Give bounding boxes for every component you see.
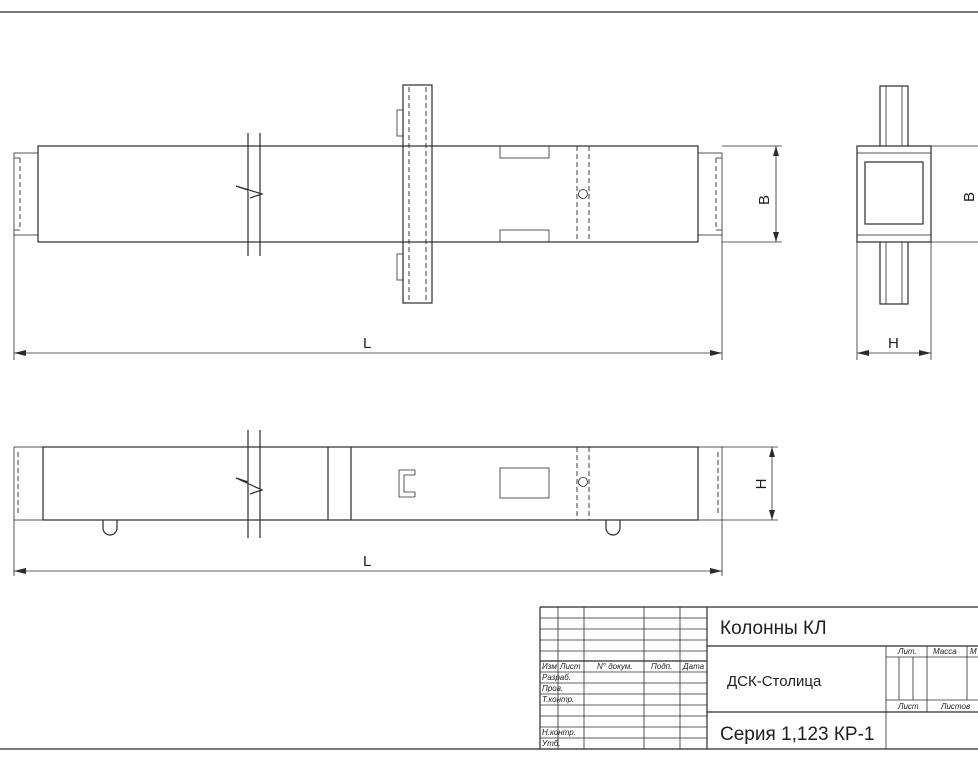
front-view xyxy=(13,84,782,360)
dim-l-front: L xyxy=(363,335,371,352)
dim-h-side: H xyxy=(888,335,899,352)
title-block xyxy=(539,606,978,749)
role-tech-control: Т.контр. xyxy=(542,695,574,704)
series-label: Серия 1,123 КР-1 xyxy=(720,724,875,745)
mass-label: Масса xyxy=(933,647,957,656)
dim-b-front: B xyxy=(756,195,773,205)
side-view xyxy=(856,85,978,360)
hdr-date: Дата xyxy=(682,662,705,671)
sheet-frame xyxy=(0,11,978,750)
role-developed: Разраб. xyxy=(542,673,571,682)
dim-h-plan: H xyxy=(753,479,770,490)
role-checked: Пров. xyxy=(542,684,563,693)
hdr-list: Лист xyxy=(559,662,581,671)
hdr-izm: Изм xyxy=(542,662,557,671)
sheets-label: Листов xyxy=(940,702,970,711)
role-approved: Утб. xyxy=(541,739,561,748)
lit-label: Лит. xyxy=(897,647,917,656)
dim-l-plan: L xyxy=(363,553,371,570)
hdr-sign: Подп. xyxy=(651,662,672,671)
hdr-doc-no: N° докум. xyxy=(597,662,633,671)
dim-b-side: B xyxy=(961,192,978,202)
drawing-title: Колонны КЛ xyxy=(720,618,827,639)
scale-label: М xyxy=(970,647,977,656)
plan-view xyxy=(13,430,778,576)
role-norm-control: Н.контр. xyxy=(542,728,576,737)
organization-name: ДСК-Столица xyxy=(727,673,822,690)
sheet-label: Лист xyxy=(897,702,919,711)
